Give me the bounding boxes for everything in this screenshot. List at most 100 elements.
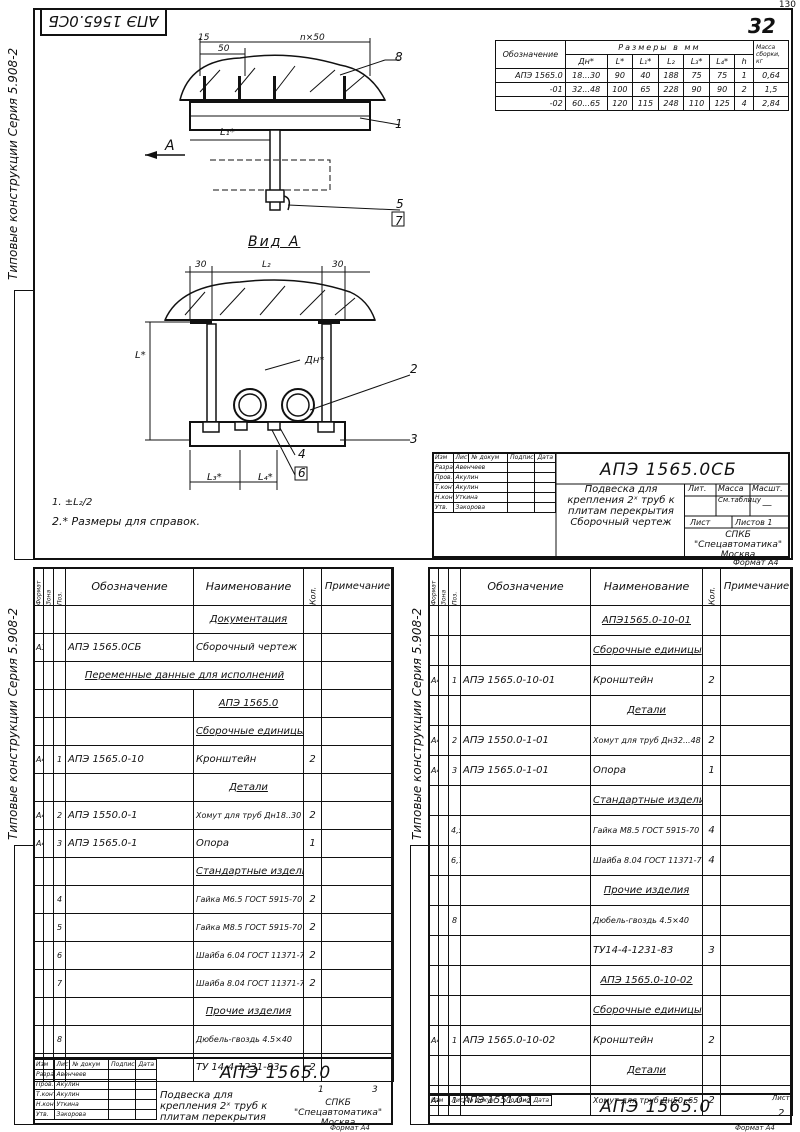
- spec-zone: [43, 829, 54, 858]
- spec-row: АПЭ 1565.0-10-02: [428, 965, 793, 996]
- spec-note: [321, 661, 394, 690]
- spec-format: [33, 689, 44, 718]
- dims-cell: 90: [606, 68, 634, 83]
- th-format: Формат: [428, 567, 439, 606]
- spec-zone: [438, 845, 449, 876]
- spec-zone: [438, 695, 449, 726]
- spec-left-signatures: ИзмЛист№ докумПодписьДатаРазраб.Авенчеев…: [33, 1059, 157, 1120]
- th-designation: Обозначение: [460, 567, 591, 606]
- title-name-top: Подвеска для крепления 2ˣ труб к плитам …: [567, 484, 675, 528]
- dim-nx50: n×50: [300, 33, 325, 43]
- spec-format: [428, 995, 439, 1026]
- spec-qty: [303, 773, 322, 802]
- spec-name: ТУ14-4-1231-83: [590, 935, 703, 966]
- sig-sign: [108, 1099, 137, 1110]
- spec-left-format: Формат А4: [330, 1124, 370, 1132]
- rod: [269, 129, 281, 211]
- dims-table: Обозначение Размеры в мм Масса сборки, к…: [495, 40, 789, 111]
- spec-format: [428, 935, 439, 966]
- spec-pos: 3: [53, 829, 66, 858]
- spec-designation: [65, 885, 194, 914]
- spec-pos: 2: [448, 725, 461, 756]
- spec-note: [321, 941, 394, 970]
- spec-note: [321, 801, 394, 830]
- spec-zone: [43, 1025, 54, 1054]
- spec-note: [321, 829, 394, 858]
- spec-zone: [438, 605, 449, 636]
- spec-pos: 3: [448, 755, 461, 786]
- spec-pos: [53, 857, 66, 886]
- dims-cell: 115: [632, 96, 659, 111]
- spec-name: Опора: [590, 755, 703, 786]
- spec-left-name: Подвеска для крепления 2ˣ труб к плитам …: [160, 1090, 268, 1123]
- spec-format: [428, 635, 439, 666]
- dims-cell: 188: [657, 68, 685, 83]
- th-col: L₃*: [683, 54, 710, 69]
- dims-cell: 65: [632, 82, 659, 97]
- spec-row: АПЭ 1565.0: [33, 689, 394, 718]
- spec-designation: [460, 815, 591, 846]
- spec-designation: [460, 965, 591, 996]
- spec-zone: [438, 995, 449, 1026]
- spec-name: Хомут для труб Дн18..30: [193, 801, 304, 830]
- spec-right-sheet-label: Лист: [772, 1094, 790, 1102]
- side-label-top: Типовые конструкции Серия 5.908-2: [6, 47, 20, 280]
- spec-note: [321, 605, 394, 634]
- spec-name: Дюбель-гвоздь 4.5×40: [193, 1025, 304, 1054]
- sig-row: Н.контр.Уткина: [33, 1099, 157, 1110]
- spec-zone: [438, 905, 449, 936]
- spec-designation: [460, 845, 591, 876]
- sig-head-cell: Подпись: [108, 1059, 137, 1070]
- spec-note: [720, 725, 793, 756]
- spec-pos: 6: [53, 941, 66, 970]
- spec-zone: [43, 633, 54, 662]
- spec-name: Опора: [193, 829, 304, 858]
- sig-role: Утв.: [33, 1109, 55, 1120]
- spec-zone: [43, 605, 54, 634]
- spec-designation: АПЭ 1565.0-10-01: [460, 665, 591, 696]
- sig-date: [135, 1109, 157, 1120]
- spec-format: [428, 695, 439, 726]
- spec-note: [321, 913, 394, 942]
- spec-note: [720, 875, 793, 906]
- spec-format: [33, 773, 44, 802]
- spec-row: Стандартные изделия: [428, 785, 793, 816]
- th-name: Наименование: [590, 567, 703, 606]
- dims-cell: 1,5: [753, 82, 789, 97]
- th-qty: Кол.: [702, 567, 721, 606]
- dims-cell: -01: [495, 82, 566, 97]
- spec-name: Стандартные изделия: [193, 857, 304, 886]
- spec-row: Документация: [33, 605, 394, 634]
- spec-zone: [43, 717, 54, 746]
- spec-format: [428, 965, 439, 996]
- th-col: L₄*: [708, 54, 736, 69]
- side-label-right: Типовые конструкции Серия 5.908-2: [410, 607, 424, 840]
- spec-qty: 2: [303, 745, 322, 774]
- spec-qty: [303, 997, 322, 1026]
- sig-row: Утв.Закорова: [432, 502, 556, 513]
- spec-zone: [43, 997, 54, 1026]
- dims-cell: 248: [657, 96, 685, 111]
- spec-designation: [65, 969, 194, 998]
- spec-name: Прочие изделия: [590, 875, 703, 906]
- spec-zone: [438, 725, 449, 756]
- th-col: L₁*: [632, 54, 659, 69]
- spec-qty: 1: [702, 755, 721, 786]
- spec-format: [33, 941, 44, 970]
- spec-cell-wide: Переменные данные для исполнений: [65, 661, 304, 690]
- spec-format: [428, 1055, 439, 1086]
- spec-pos: [448, 1055, 461, 1086]
- sig-sign: [507, 502, 536, 513]
- spec-format: А4: [33, 829, 44, 858]
- spec-name: Кронштейн: [590, 665, 703, 696]
- tb-mass-val: См.таблицу: [718, 496, 762, 504]
- spec-row: Детали: [33, 773, 394, 802]
- spec-designation: [65, 605, 194, 634]
- spec-note: [720, 605, 793, 636]
